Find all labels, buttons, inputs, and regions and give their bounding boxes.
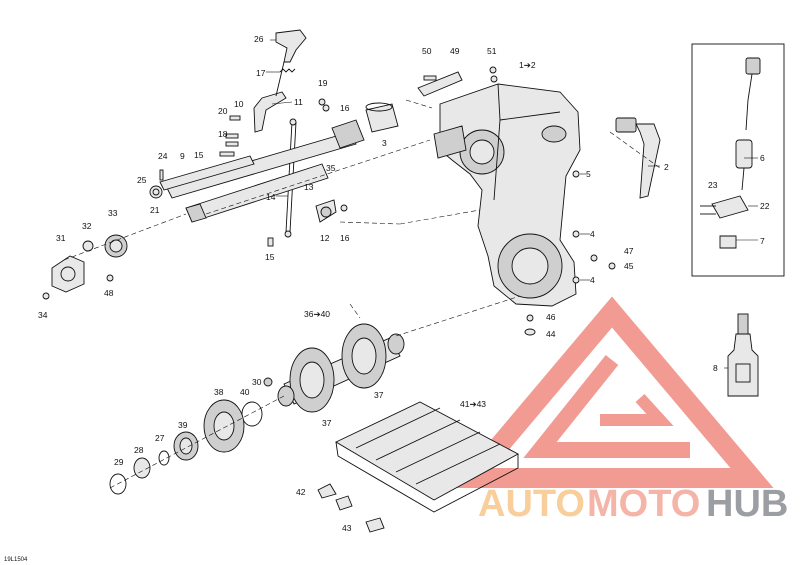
- callout-18: 18: [218, 129, 228, 139]
- callout-16b: 16: [340, 233, 350, 243]
- wordmark-auto: AUTO: [478, 483, 585, 525]
- automotohub-logo: [450, 296, 774, 488]
- callout-30: 30: [252, 377, 262, 387]
- track-41: [335, 401, 519, 513]
- callout-36-40: 36➔40: [304, 309, 330, 319]
- bearing-39: [173, 431, 199, 461]
- callout-37a: 37: [374, 390, 384, 400]
- callout-39: 39: [178, 420, 188, 430]
- callout-12: 12: [320, 233, 330, 243]
- ring-21: [149, 185, 163, 199]
- shift-lever-26: [275, 29, 307, 63]
- callout-37b: 37: [322, 418, 332, 428]
- callout-34: 34: [38, 310, 48, 320]
- sleeve-3: [365, 102, 399, 133]
- bolts-50-51: [423, 66, 498, 83]
- callout-45: 45: [624, 261, 634, 271]
- wordmark-moto: MOTO: [587, 483, 700, 525]
- callout-27: 27: [155, 433, 165, 443]
- small-parts-left: [42, 169, 164, 300]
- automotohub-wordmark: AUTO MOTO HUB: [478, 483, 788, 525]
- callout-11: 11: [294, 97, 303, 107]
- gearbox-housing-1: [433, 83, 581, 307]
- callout-29: 29: [114, 457, 124, 467]
- callout-3: 3: [382, 138, 387, 148]
- callout-47: 47: [624, 246, 634, 256]
- callout-51: 51: [487, 46, 497, 56]
- callout-13: 13: [304, 182, 314, 192]
- callout-31: 31: [56, 233, 66, 243]
- callout-38: 38: [214, 387, 224, 397]
- shaft-35: [165, 119, 365, 199]
- sprocket-shaft-36: [277, 323, 405, 413]
- callout-2: 2: [664, 162, 669, 172]
- cover-38: [203, 399, 245, 453]
- callout-24: 24: [158, 151, 168, 161]
- callout-19: 19: [318, 78, 328, 88]
- bearing-33: [104, 234, 128, 258]
- callout-41-43: 41➔43: [460, 399, 486, 409]
- callout-26: 26: [254, 34, 264, 44]
- wordmark-hub: HUB: [706, 483, 788, 525]
- callout-8: 8: [713, 363, 718, 373]
- callout-17: 17: [256, 68, 266, 78]
- callout-22: 22: [760, 201, 770, 211]
- callout-46: 46: [546, 312, 556, 322]
- callout-44: 44: [546, 329, 556, 339]
- callout-21: 21: [150, 205, 160, 215]
- seal-28: [133, 457, 151, 479]
- bracket-49: [417, 71, 463, 97]
- callout-49: 49: [450, 46, 460, 56]
- diagram-code: 19L1504: [4, 557, 28, 563]
- shaft-9: [159, 155, 255, 191]
- callout-50: 50: [422, 46, 432, 56]
- ring-29: [109, 473, 127, 495]
- callout-23: 23: [708, 180, 718, 190]
- callout-42: 42: [296, 487, 306, 497]
- ring-40: [241, 401, 263, 427]
- callout-6: 6: [760, 153, 765, 163]
- callout-14: 14: [266, 192, 276, 202]
- clip-42: [317, 483, 337, 499]
- callout-35: 35: [326, 163, 336, 173]
- leader-lines: [63, 39, 758, 489]
- callout-7: 7: [760, 236, 765, 246]
- harness-box: [691, 43, 785, 277]
- drive-shaft: [185, 163, 329, 223]
- callout-48: 48: [104, 288, 114, 298]
- callout-33: 33: [108, 208, 118, 218]
- callout-4b: 4: [590, 275, 595, 285]
- seal-32: [82, 240, 94, 252]
- callout-28: 28: [134, 445, 144, 455]
- callout-20: 20: [218, 106, 228, 116]
- callout-25: 25: [137, 175, 147, 185]
- callout-labels: 1➔2 2 3 4 4 5 6 7 8 9 10 11 12 13 14 15 …: [38, 34, 770, 533]
- callout-5: 5: [586, 169, 591, 179]
- bolts-top: [219, 98, 348, 247]
- fork-13: [315, 199, 337, 223]
- callout-15a: 15: [194, 150, 204, 160]
- clips-43: [335, 495, 385, 533]
- callout-10: 10: [234, 99, 244, 109]
- callout-15b: 15: [265, 252, 275, 262]
- callout-4a: 4: [590, 229, 595, 239]
- sensor-2: [615, 117, 661, 199]
- housing-fasteners: [524, 170, 616, 336]
- callout-16a: 16: [340, 103, 350, 113]
- callout-32: 32: [82, 221, 92, 231]
- callout-40: 40: [240, 387, 250, 397]
- ring-27: [158, 450, 170, 466]
- shift-arm-11: [253, 61, 287, 133]
- oil-bottle-8: [727, 313, 759, 397]
- cover-31: [51, 255, 85, 293]
- callout-43: 43: [342, 523, 352, 533]
- ring-30: [263, 377, 273, 387]
- callout-1-2: 1➔2: [519, 60, 536, 70]
- callout-9: 9: [180, 151, 185, 161]
